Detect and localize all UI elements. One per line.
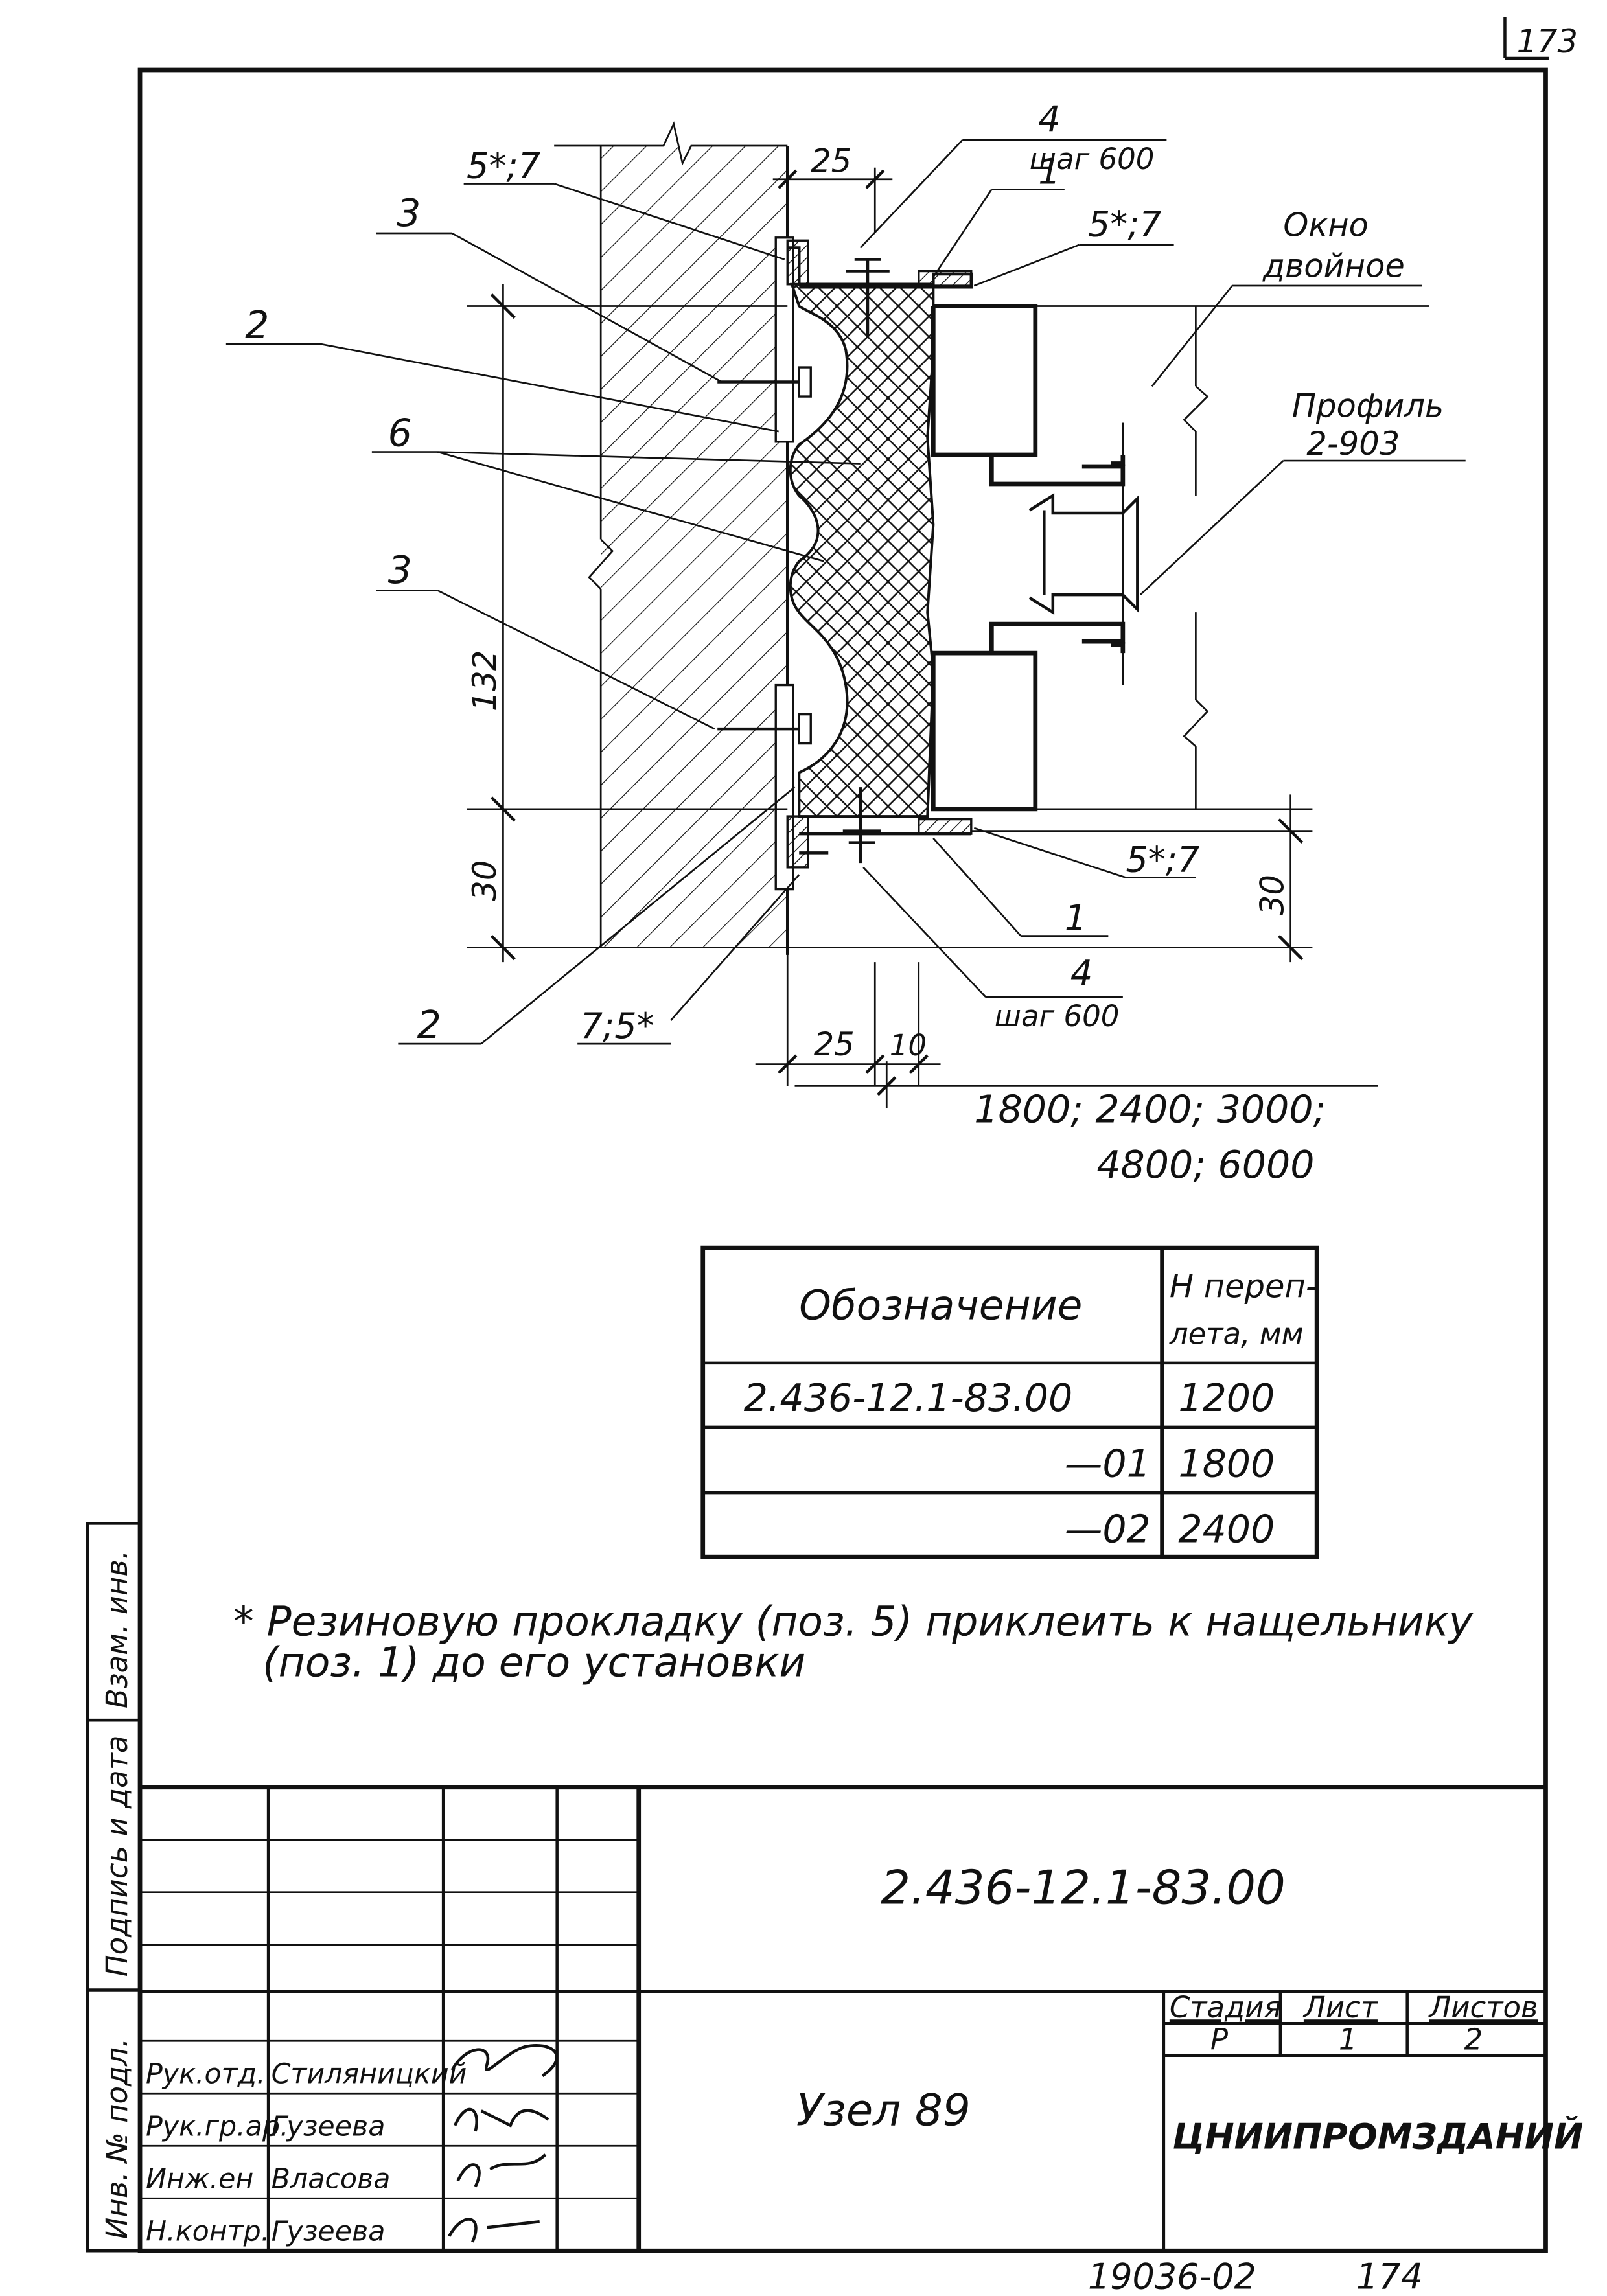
dimension-lines (467, 167, 1378, 1108)
spec-table (700, 1245, 1319, 1559)
bottom-reference: 19036-02 (1088, 2256, 1256, 2296)
callout-pitch-top: шаг 600 (1030, 142, 1155, 176)
note-line2: (поз. 1) до его установки (262, 1639, 805, 1686)
side-stamp (86, 1522, 142, 2253)
callout-3-upper: 3 (397, 191, 421, 235)
signature-scribbles (448, 2043, 559, 2243)
callout-4-bottom: 4 (1070, 953, 1093, 994)
role-label: Н.контр. (146, 2215, 270, 2247)
cover-plate-top (786, 239, 973, 289)
side-stamp-vzam-inv: Взам. инв. (100, 1550, 134, 1708)
callout-5-7-bottom-right: 5*;7 (1126, 840, 1199, 880)
sheet-label: Лист (1302, 1990, 1379, 2025)
table-header-designation: Обозначение (799, 1281, 1082, 1329)
sheet-number: 173 (1516, 23, 1577, 60)
wall-section (554, 121, 789, 955)
callout-2-upper: 2 (245, 303, 269, 347)
callout-1-top: 1 (1038, 152, 1060, 192)
dim-lengths-line2: 4800; 6000 (1096, 1143, 1314, 1187)
window-label-line2: двойное (1262, 247, 1405, 285)
profile-label-line1: Профиль (1292, 387, 1444, 425)
callout-6: 6 (388, 411, 412, 455)
window-frame (931, 304, 1139, 812)
sheets-label: Листов (1428, 1990, 1538, 2025)
dim-right-bottom: 30 (1253, 875, 1291, 915)
dim-top-offset: 25 (811, 143, 851, 180)
document-code: 2.436-12.1-83.00 (881, 1861, 1286, 1915)
table-row-designation: —02 (1065, 1508, 1151, 1552)
dim-left-bottom: 30 (466, 860, 503, 901)
table-row-h: 1200 (1178, 1376, 1275, 1420)
role-label: Рук.отд. (146, 2058, 266, 2090)
side-stamp-inv-podl: Инв. № подл. (100, 2038, 134, 2239)
callout-3-lower: 3 (388, 548, 412, 592)
callout-2-bottom: 2 (417, 1003, 441, 1047)
organization-name: ЦНИИПРОМЗДАНИЙ (1172, 2117, 1583, 2157)
role-name: Гузеева (272, 2215, 386, 2247)
callout-5-7-top-left: 5*;7 (467, 146, 540, 187)
dim-bottom-gap: 10 (890, 1028, 927, 1062)
callout-4-top: 4 (1038, 99, 1060, 140)
stage-value: Р (1210, 2023, 1229, 2057)
cover-plate-bottom (786, 815, 973, 869)
title-block-grid (140, 1785, 1546, 2251)
callout-1-bottom: 1 (1065, 898, 1087, 939)
sheet-value: 1 (1339, 2023, 1358, 2057)
dim-lengths-line1: 1800; 2400; 3000; (974, 1088, 1326, 1132)
callout-7-5-bottom: 7;5* (581, 1005, 654, 1046)
note-line1: * Резиновую прокладку (поз. 5) приклеить… (233, 1598, 1474, 1646)
table-row-h: 2400 (1178, 1508, 1275, 1552)
table-row-designation: —01 (1065, 1441, 1151, 1486)
role-name: Власова (272, 2163, 391, 2195)
table-header-h-line2: лета, мм (1169, 1317, 1304, 1351)
screw-top (846, 258, 890, 339)
role-name: Гузеева (272, 2110, 386, 2142)
anchor-lower (717, 713, 812, 745)
profile-label-line2: 2-903 (1306, 425, 1400, 463)
window-break-lines (1035, 305, 1429, 810)
insulation-fill (789, 282, 935, 818)
callout-5-7-top-right: 5*;7 (1088, 204, 1162, 245)
screw-bottom (842, 787, 881, 864)
leader-lines (225, 139, 1466, 1045)
callout-pitch-bottom: шаг 600 (995, 999, 1120, 1033)
anchor-upper (717, 366, 812, 398)
node-name: Узел 89 (796, 2085, 971, 2136)
table-row-designation: 2.436-12.1-83.00 (744, 1376, 1072, 1420)
dim-bottom-offset: 25 (814, 1026, 855, 1063)
side-stamp-podpis-data: Подпись и дата (100, 1735, 134, 1977)
stage-label: Стадия (1170, 1990, 1282, 2025)
bottom-page: 174 (1356, 2256, 1423, 2296)
sheet-frame (137, 17, 1549, 2253)
window-label-line1: Окно (1283, 207, 1369, 244)
table-header-h-line1: H переп- (1170, 1268, 1317, 1305)
dim-left-height: 132 (466, 650, 503, 711)
role-label: Рук.гр.ар. (146, 2110, 289, 2142)
sheets-value: 2 (1464, 2023, 1483, 2057)
table-row-h: 1800 (1178, 1441, 1275, 1486)
role-name: Стиляницкий (272, 2058, 467, 2090)
role-label: Инж.ен (146, 2163, 253, 2195)
